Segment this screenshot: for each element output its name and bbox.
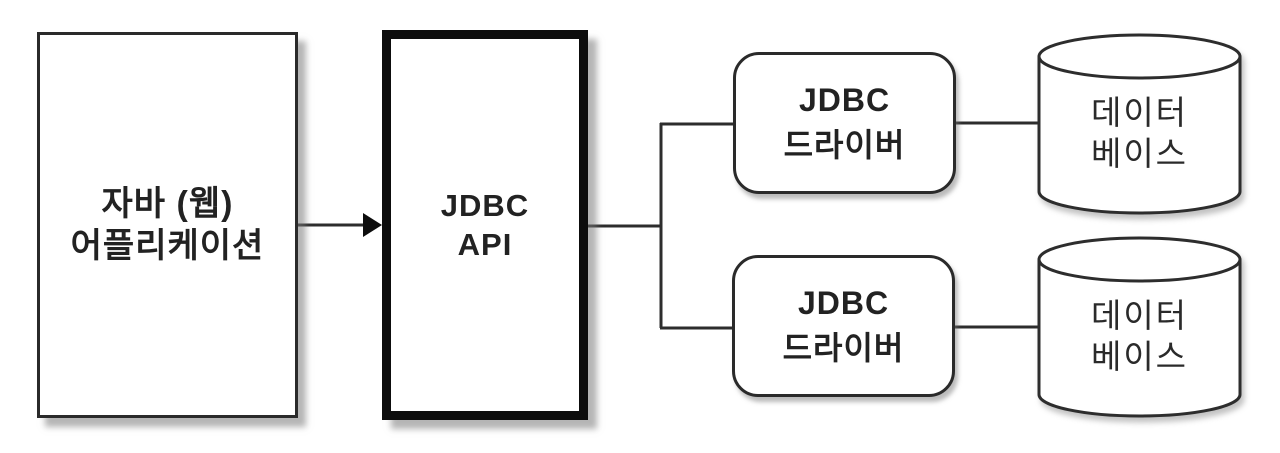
jdbc-api-box: JDBC API: [382, 30, 588, 420]
database-top-label-line1: 데이터: [1090, 94, 1189, 131]
jdbc-driver-bottom-label-line1: JDBC: [797, 285, 890, 321]
jdbc-driver-box-top: JDBC 드라이버: [733, 52, 956, 194]
database-top-label: 데이터 베이스: [1037, 33, 1242, 215]
database-bottom-label: 데이터 베이스: [1037, 236, 1242, 418]
cylinder-shape-icon: [1037, 236, 1242, 418]
database-bottom-label-line1: 데이터: [1090, 297, 1189, 334]
cylinder-shape-icon: [1037, 33, 1242, 215]
java-application-label-line1: 자바 (웹): [101, 185, 234, 223]
jdbc-driver-top-label-line2: 드라이버: [783, 127, 906, 163]
jdbc-driver-box-bottom: JDBC 드라이버: [732, 255, 955, 397]
arrowhead-icon: [363, 213, 382, 237]
jdbc-api-label-line2: API: [457, 227, 513, 262]
jdbc-api-label-line1: JDBC: [440, 188, 530, 223]
jdbc-driver-top-label-line1: JDBC: [798, 82, 891, 118]
database-cylinder-bottom: 데이터 베이스: [1037, 236, 1242, 418]
database-top-label-line2: 베이스: [1090, 135, 1189, 172]
java-application-box: 자바 (웹) 어플리케이션: [37, 32, 298, 418]
database-cylinder-top: 데이터 베이스: [1037, 33, 1242, 215]
java-application-label-line2: 어플리케이션: [70, 227, 265, 265]
jdbc-driver-bottom-label-line2: 드라이버: [782, 330, 905, 366]
database-bottom-label-line2: 베이스: [1090, 338, 1189, 375]
